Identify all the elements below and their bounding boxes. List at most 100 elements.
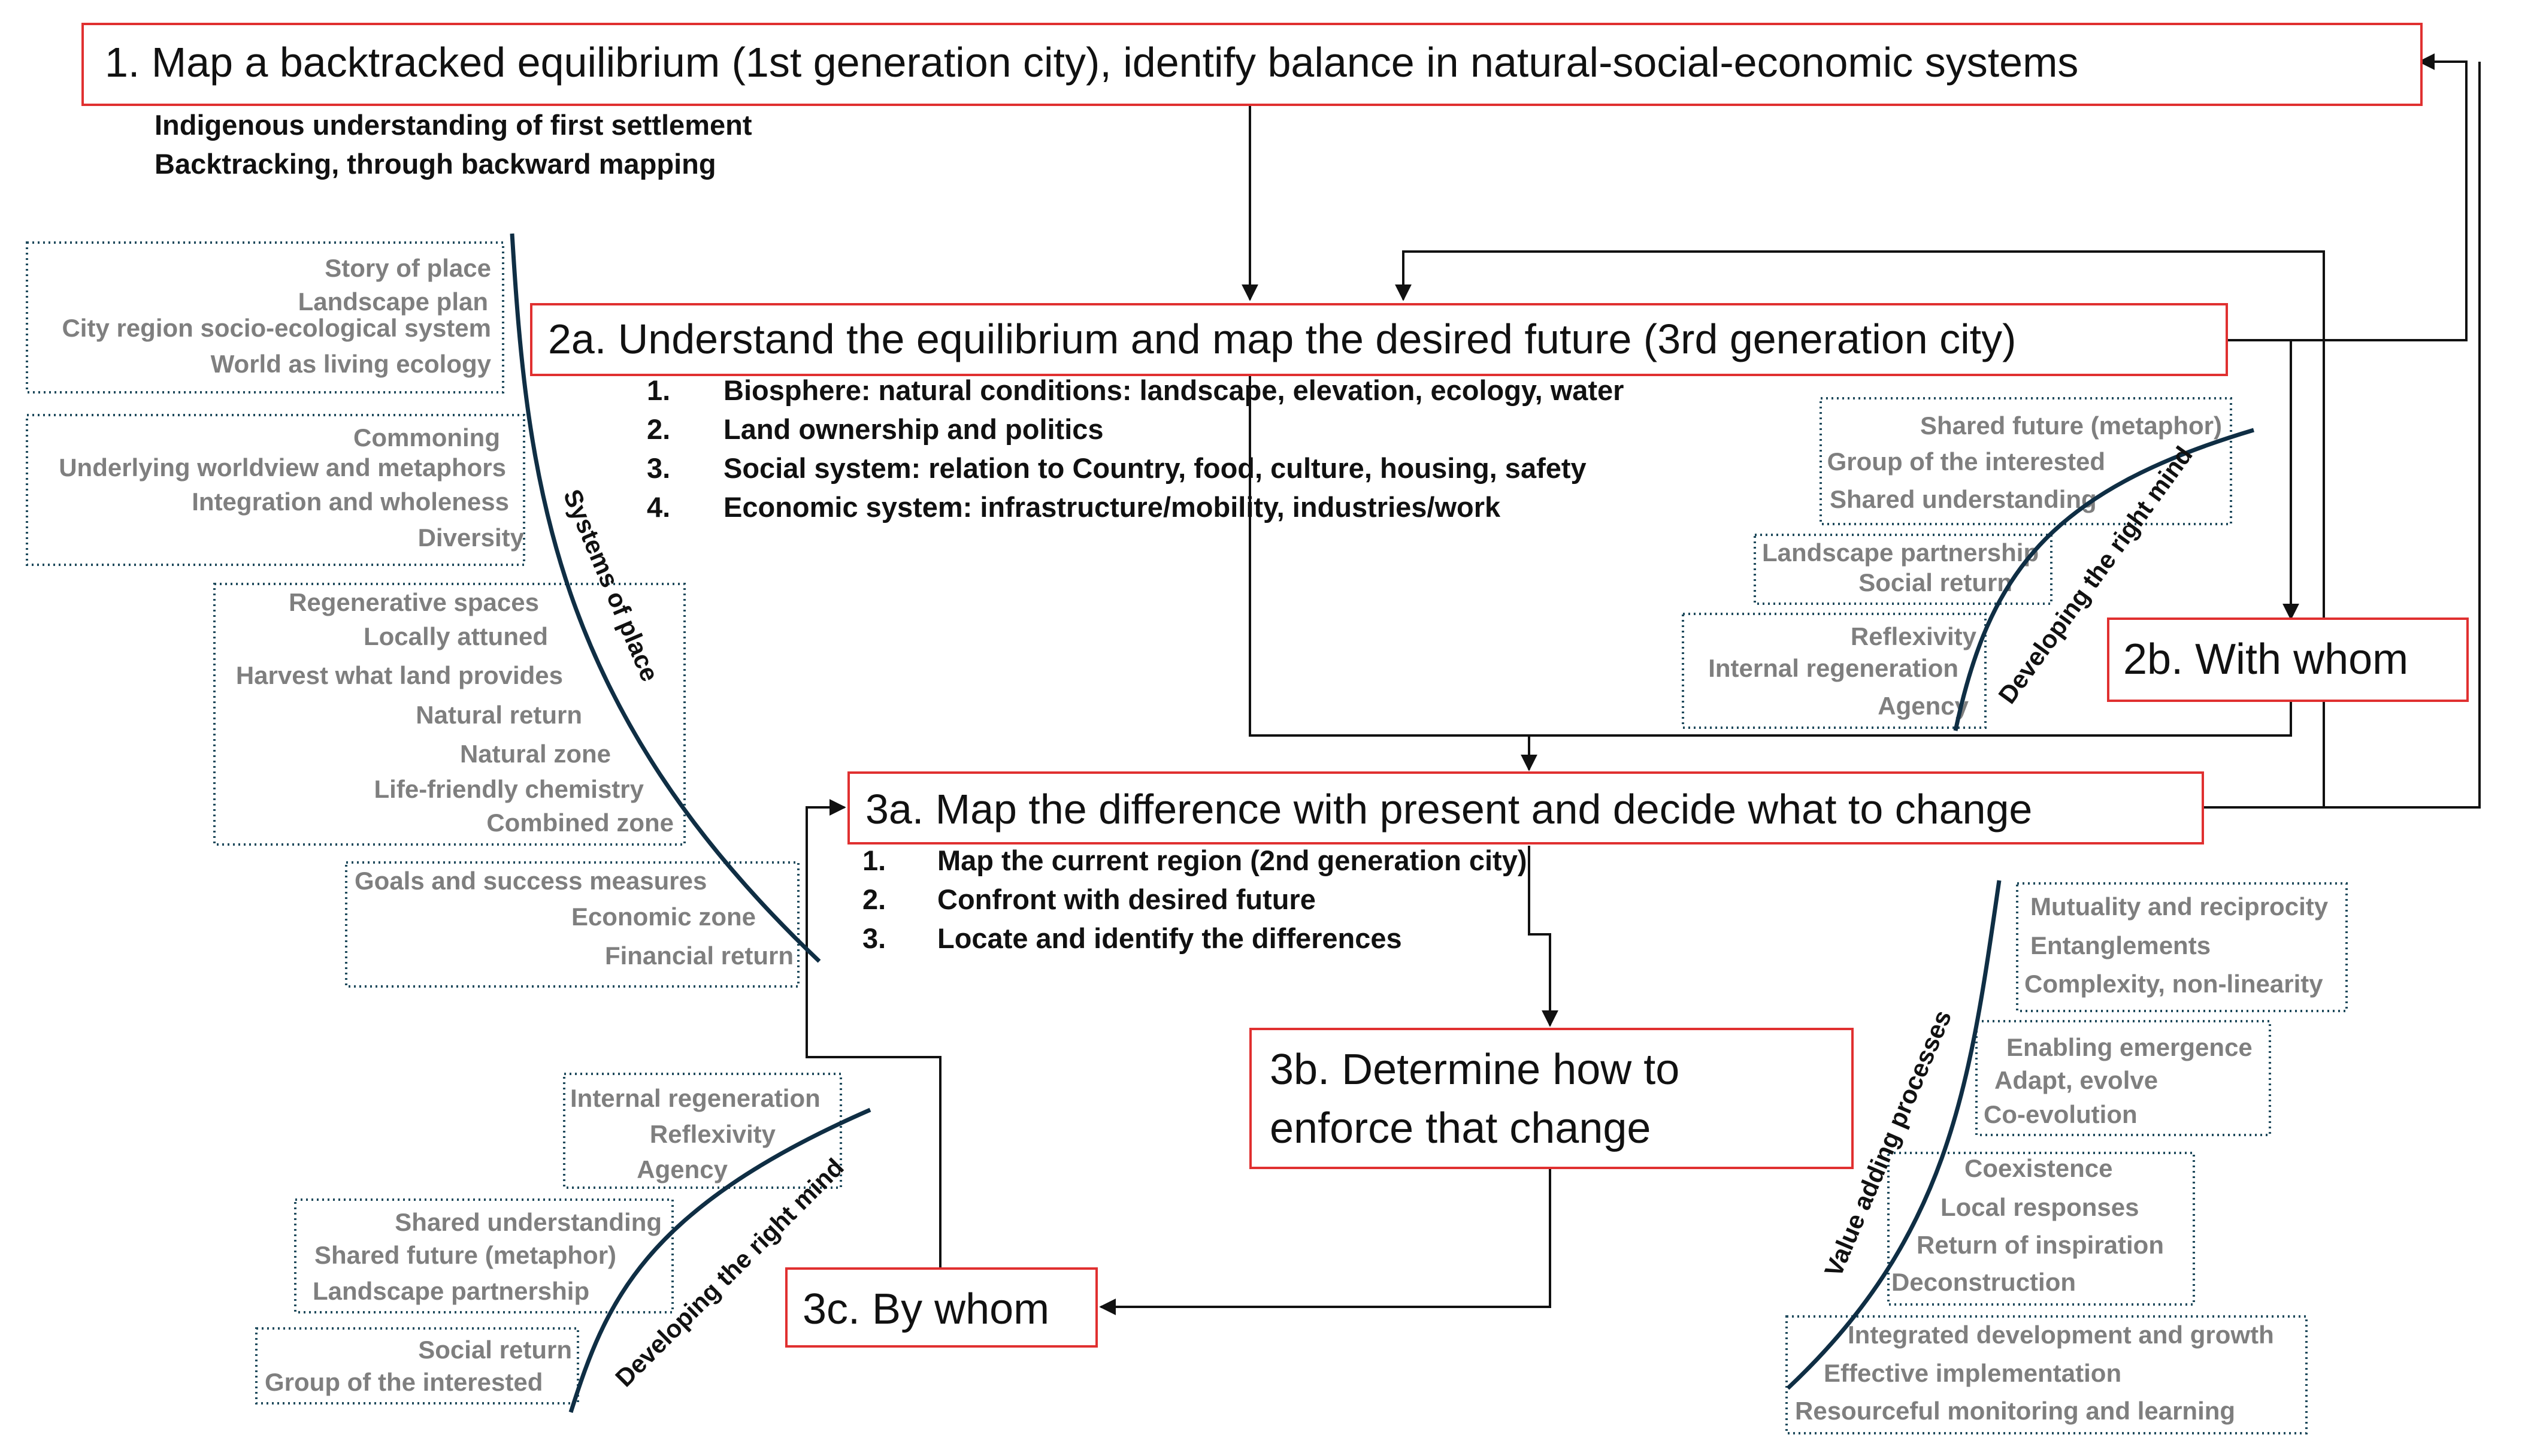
sop-item: Landscape plan bbox=[298, 287, 488, 316]
sop-item: Goals and success measures bbox=[355, 867, 707, 895]
step-3c: 3c. By whom bbox=[785, 1267, 1098, 1348]
arrow-2a-to-1 bbox=[2227, 53, 2468, 341]
drm-bottom-group-box bbox=[294, 1198, 674, 1313]
step-2a-box bbox=[530, 303, 2228, 376]
step-3c-title: 3c. By whom bbox=[803, 1285, 1049, 1333]
step-2a-note: Land ownership and politics bbox=[723, 413, 1104, 445]
value-adding-curve bbox=[1786, 880, 2002, 1390]
step-1: 1. Map a backtracked equilibrium (1st ge… bbox=[81, 23, 2423, 106]
vap-item: Deconstruction bbox=[1891, 1268, 2076, 1296]
step-3a-note: Locate and identify the differences bbox=[937, 922, 1402, 954]
sop-item: Harvest what land provides bbox=[236, 661, 563, 689]
step-1-box bbox=[81, 23, 2423, 106]
vap-item: Local responses bbox=[1940, 1193, 2139, 1221]
step-2b-title: 2b. With whom bbox=[2123, 635, 2408, 683]
drm-top-item: Social return bbox=[1858, 568, 2012, 597]
step-2a-note: Social system: relation to Country, food… bbox=[723, 452, 1587, 484]
arrow-3c-to-3a bbox=[806, 799, 941, 1269]
sop-item: Life-friendly chemistry bbox=[374, 775, 644, 803]
sop-item: Story of place bbox=[325, 254, 491, 282]
sop-item: Combined zone bbox=[486, 809, 674, 837]
drm-top-item: Shared future (metaphor) bbox=[1920, 411, 2222, 440]
step-3a-note-number: 1. bbox=[862, 844, 886, 876]
drm-bottom-group-box bbox=[255, 1327, 579, 1404]
step-2a-note-number: 3. bbox=[647, 452, 670, 484]
drm-top-group-box bbox=[1754, 534, 2052, 605]
sop-group-box bbox=[26, 414, 525, 566]
drm-top-group-box bbox=[1682, 613, 1987, 729]
sop-item: Regenerative spaces bbox=[289, 588, 539, 616]
step-2a-note: Biosphere: natural conditions: landscape… bbox=[723, 374, 1624, 406]
systems-of-place-curve bbox=[510, 233, 821, 963]
step-3a-title: 3a. Map the difference with present and … bbox=[865, 786, 2032, 833]
drm-bottom-item: Group of the interested bbox=[265, 1368, 543, 1396]
step-1-note: Indigenous understanding of first settle… bbox=[155, 109, 752, 141]
step-1-notes: Indigenous understanding of first settle… bbox=[155, 109, 752, 180]
sop-item: Economic zone bbox=[571, 903, 756, 931]
step-1-note: Backtracking, through backward mapping bbox=[155, 148, 716, 180]
arrow-3b-to-3c bbox=[1099, 1169, 1551, 1315]
sop-item: World as living ecology bbox=[211, 350, 492, 378]
vap-item: Complexity, non-linearity bbox=[2024, 970, 2323, 998]
vap-group-box bbox=[2016, 882, 2348, 1012]
drm-bottom-item: Reflexivity bbox=[650, 1120, 776, 1148]
step-3a-notes: 1. Map the current region (2nd generatio… bbox=[862, 844, 1527, 954]
developing-right-mind-bottom-curve bbox=[568, 1107, 871, 1413]
arrow-3a-to-3b bbox=[1528, 846, 1558, 1027]
sop-item: Natural return bbox=[416, 701, 582, 729]
drm-top-item: Landscape partnership bbox=[1762, 538, 2039, 567]
step-2a-title: 2a. Understand the equilibrium and map t… bbox=[548, 316, 2016, 362]
sop-item: Natural zone bbox=[460, 740, 611, 768]
step-3b-title-line1: 3b. Determine how to bbox=[1270, 1046, 1679, 1094]
flow-connectors bbox=[806, 53, 2481, 1315]
vap-group-box bbox=[1887, 1152, 2195, 1306]
arrow-2a-to-3a bbox=[1249, 375, 1529, 737]
vap-item: Effective implementation bbox=[1824, 1359, 2121, 1387]
step-3a-note: Confront with desired future bbox=[937, 883, 1316, 915]
step-3b: 3b. Determine how to enforce that change bbox=[1249, 1028, 1854, 1169]
drm-bottom-item: Social return bbox=[418, 1336, 572, 1364]
sop-item: Integration and wholeness bbox=[192, 488, 509, 516]
developing-right-mind-bottom-cluster: Internal regeneration Reflexivity Agency… bbox=[255, 1073, 871, 1413]
arrow-2b-to-3a bbox=[1521, 701, 2292, 771]
arrow-3a-to-2a bbox=[1395, 250, 2325, 809]
step-3a-note-number: 3. bbox=[862, 922, 886, 954]
vap-item: Coexistence bbox=[1964, 1154, 2112, 1182]
vap-item: Mutuality and reciprocity bbox=[2030, 892, 2329, 921]
developing-right-mind-top-curve bbox=[1953, 428, 2254, 731]
vap-item: Return of inspiration bbox=[1917, 1231, 2164, 1259]
sop-item: Underlying worldview and metaphors bbox=[59, 453, 506, 482]
step-1-title: 1. Map a backtracked equilibrium (1st ge… bbox=[105, 39, 2078, 86]
drm-bottom-group-box bbox=[563, 1073, 842, 1189]
drm-bottom-item: Shared understanding bbox=[395, 1208, 662, 1236]
sop-item: Locally attuned bbox=[364, 622, 548, 650]
sop-group-box bbox=[26, 241, 504, 393]
vap-group-box bbox=[1785, 1315, 2308, 1434]
step-2a-note-number: 2. bbox=[647, 413, 670, 445]
arrow-2a-to-2b bbox=[2227, 339, 2299, 620]
step-2b: 2b. With whom bbox=[2107, 617, 2469, 702]
step-3a-note-number: 2. bbox=[862, 883, 886, 915]
vap-item: Enabling emergence bbox=[2006, 1033, 2253, 1061]
sop-item: Diversity bbox=[418, 523, 525, 552]
drm-bottom-item: Agency bbox=[637, 1155, 728, 1183]
vap-item: Entanglements bbox=[2030, 931, 2211, 959]
drm-bottom-item: Shared future (metaphor) bbox=[314, 1241, 616, 1269]
drm-top-item: Group of the interested bbox=[1827, 447, 2105, 476]
value-adding-cluster: Mutuality and reciprocity Entanglements … bbox=[1785, 880, 2348, 1434]
sop-item: Commoning bbox=[353, 423, 500, 452]
sop-group-box bbox=[345, 861, 800, 988]
drm-top-item: Shared understanding bbox=[1830, 485, 2097, 513]
step-3b-title-line2: enforce that change bbox=[1270, 1104, 1651, 1152]
drm-bottom-item: Landscape partnership bbox=[313, 1277, 589, 1305]
step-2b-box bbox=[2107, 617, 2469, 702]
drm-top-item: Internal regeneration bbox=[1708, 654, 1958, 682]
sop-group-box bbox=[213, 583, 686, 846]
sop-item: Financial return bbox=[605, 942, 794, 970]
step-2a-note: Economic system: infrastructure/mobility… bbox=[723, 491, 1501, 523]
step-3a-note: Map the current region (2nd generation c… bbox=[937, 844, 1527, 876]
step-2a-note-number: 1. bbox=[647, 374, 670, 406]
vap-item: Adapt, evolve bbox=[1994, 1066, 2158, 1094]
